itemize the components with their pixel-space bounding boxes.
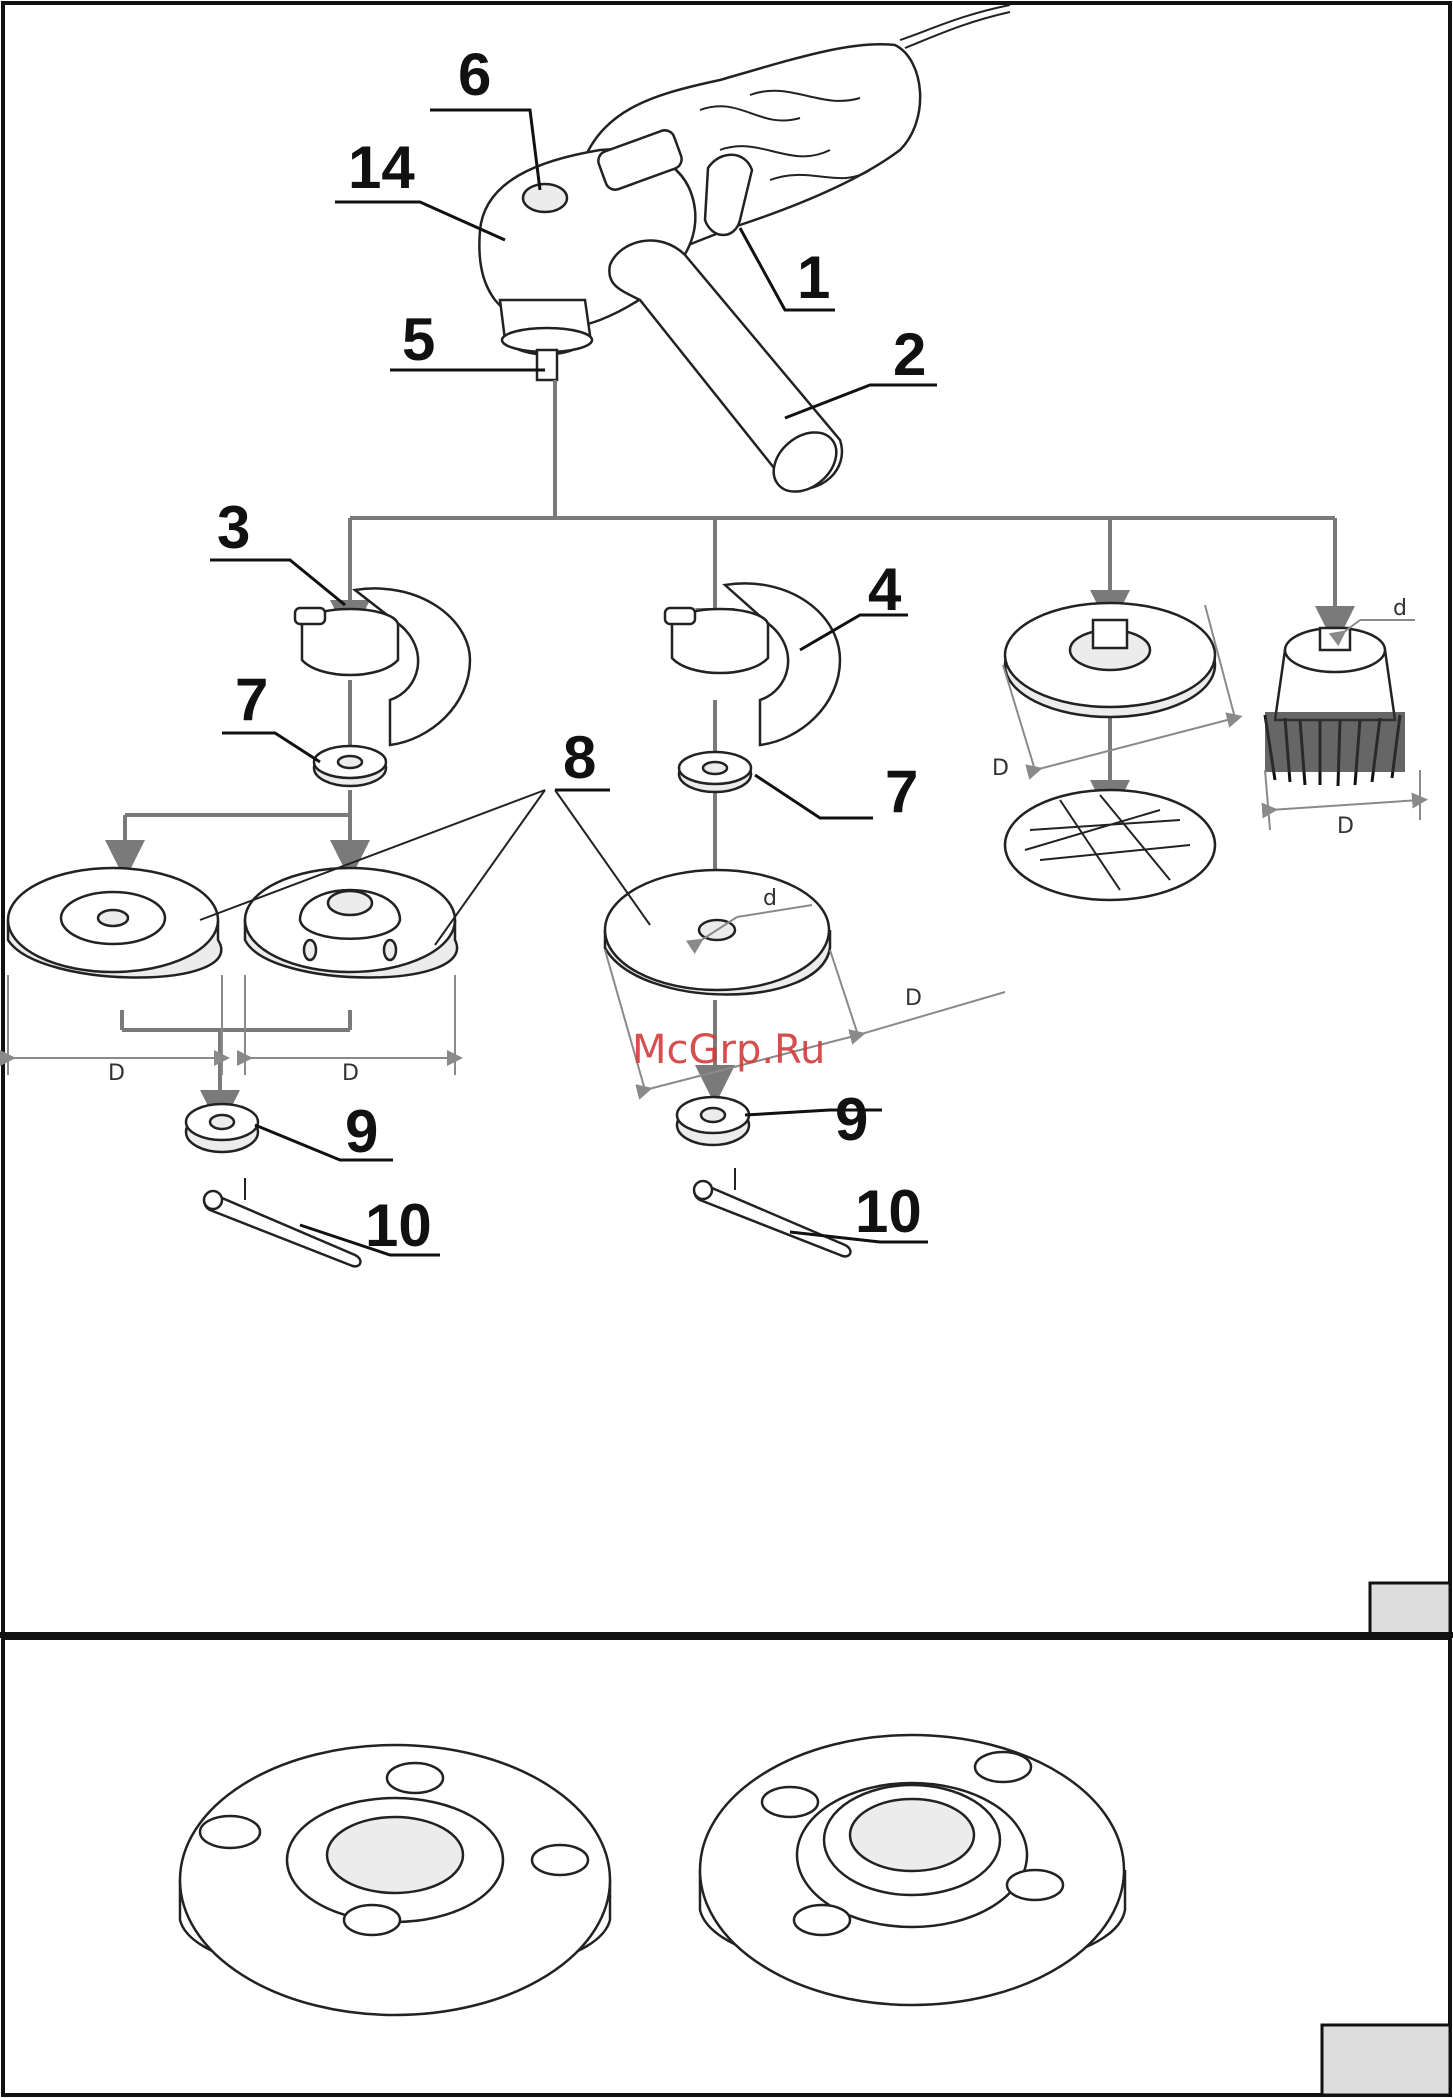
backing-pad bbox=[1005, 603, 1215, 717]
guard-3 bbox=[295, 588, 470, 745]
callout-9b: 9 bbox=[835, 1086, 868, 1153]
flange-nut-type-a bbox=[180, 1745, 610, 2015]
upper-figure-frame bbox=[3, 3, 1450, 1635]
inner-flange-7b bbox=[679, 752, 751, 792]
dim-label-d-brush: d bbox=[1393, 596, 1407, 621]
wire-cup-brush bbox=[1265, 628, 1405, 786]
callout-1: 1 bbox=[797, 244, 830, 311]
callout-8: 8 bbox=[563, 724, 596, 791]
callout-6: 6 bbox=[458, 41, 491, 108]
callout-3: 3 bbox=[217, 494, 250, 561]
pin-spanner-10a bbox=[204, 1178, 360, 1266]
callout-10a: 10 bbox=[365, 1192, 432, 1259]
pin-spanner-10b bbox=[694, 1168, 850, 1256]
dim-label-D-right: D bbox=[342, 1061, 359, 1086]
page-tab-upper bbox=[1370, 1583, 1450, 1635]
callout-7a: 7 bbox=[235, 666, 268, 733]
angle-grinder bbox=[479, 5, 1010, 504]
flange-nut-type-b bbox=[700, 1735, 1125, 2005]
dim-label-D-brush: D bbox=[1337, 814, 1354, 839]
watermark: McGrp.Ru bbox=[632, 1027, 825, 1073]
callout-14: 14 bbox=[348, 134, 415, 201]
dim-label-D-cutting: D bbox=[905, 986, 922, 1011]
page-tab-lower bbox=[1322, 2025, 1450, 2095]
callout-5: 5 bbox=[402, 306, 435, 373]
assembly-arrows bbox=[122, 380, 1335, 1110]
clamping-nut-9b bbox=[677, 1097, 749, 1145]
cup-wheel-left bbox=[8, 868, 221, 978]
dim-label-D-pad: D bbox=[992, 756, 1009, 781]
callout-4: 4 bbox=[868, 556, 902, 623]
dim-label-d-cutting: d bbox=[763, 886, 777, 911]
callout-7b: 7 bbox=[885, 758, 918, 825]
inner-flange-7a bbox=[314, 746, 386, 786]
cutting-disc bbox=[605, 870, 830, 995]
spindle-lock-button bbox=[523, 184, 567, 212]
callout-9a: 9 bbox=[345, 1098, 378, 1165]
clamping-nut-9a bbox=[186, 1104, 258, 1152]
cup-wheel-right bbox=[245, 868, 457, 978]
sanding-disc bbox=[1005, 790, 1215, 900]
dim-label-D-left: D bbox=[108, 1061, 125, 1086]
callout-2: 2 bbox=[893, 321, 926, 388]
callout-10b: 10 bbox=[855, 1178, 922, 1245]
guard-4 bbox=[665, 583, 840, 745]
